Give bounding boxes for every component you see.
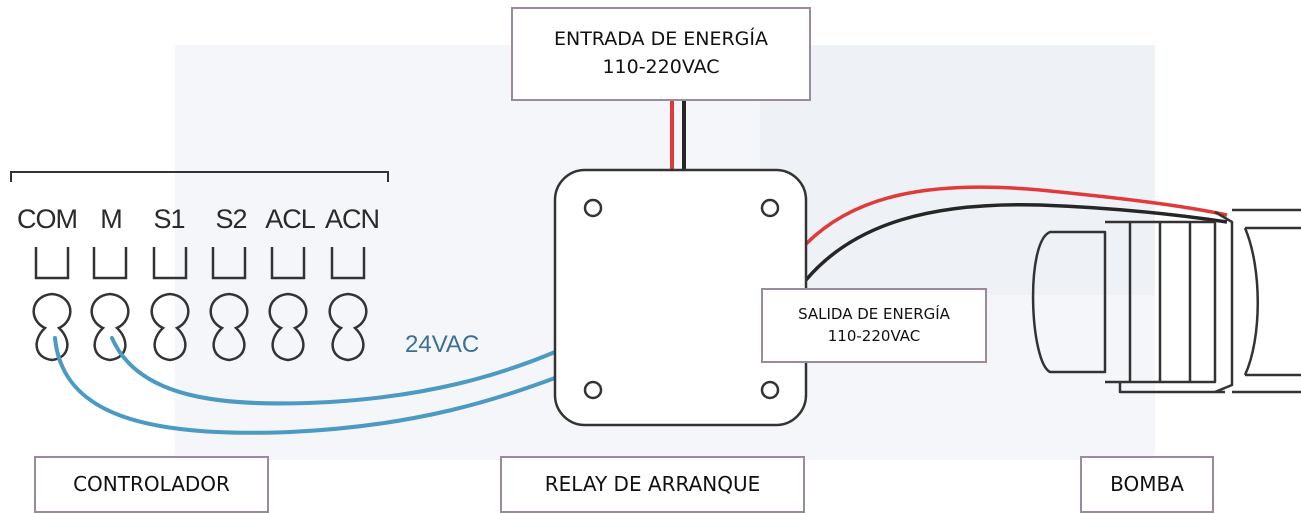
- relay-mount-hole: [760, 198, 780, 218]
- terminal-slot-s2: [211, 247, 247, 280]
- terminal-label-s1: S1: [153, 204, 184, 234]
- terminal-slot-acl: [270, 247, 306, 280]
- pump-label-box: BOMBA: [1080, 456, 1214, 513]
- relay-label-box: RELAY DE ARRANQUE: [500, 456, 805, 513]
- relay-mount-hole: [760, 380, 780, 400]
- background-page-shade: [760, 45, 1155, 295]
- pump-label: BOMBA: [1110, 472, 1184, 496]
- terminal-label-s2: S2: [215, 204, 246, 234]
- output-wire-live: [804, 185, 1228, 246]
- terminal-slot-s1: [152, 247, 188, 280]
- relay-label: RELAY DE ARRANQUE: [544, 472, 761, 496]
- controller-label: CONTROLADOR: [73, 472, 230, 496]
- terminal-connector-acl: [268, 292, 308, 362]
- terminal-connector-com: [32, 292, 72, 362]
- control-wire-com: [53, 336, 557, 435]
- controller-header-line: [10, 171, 389, 182]
- terminal-label-acl: ACL: [265, 204, 316, 234]
- terminal-connector-s2: [209, 292, 249, 362]
- terminal-label-com: COM: [17, 204, 77, 234]
- control-wire-m: [110, 336, 557, 406]
- terminal-slot-m: [92, 247, 128, 280]
- power-input-title: ENTRADA DE ENERGÍA: [553, 28, 768, 51]
- relay-mount-hole: [583, 380, 603, 400]
- terminal-label-m: M: [100, 204, 122, 234]
- terminal-slot-com: [34, 247, 70, 280]
- power-input-voltage: 110-220VAC: [602, 56, 720, 78]
- power-input-label-box: ENTRADA DE ENERGÍA 110-220VAC: [511, 7, 811, 101]
- terminal-label-acn: ACN: [325, 204, 379, 234]
- terminal-connector-acn: [328, 292, 368, 362]
- power-output-title: SALIDA DE ENERGÍA: [798, 304, 950, 323]
- terminal-block: [32, 247, 368, 362]
- output-wire-neutral: [804, 202, 1228, 282]
- terminal-connector-s1: [150, 292, 190, 362]
- relay-mount-hole: [583, 198, 603, 218]
- wire-voltage-label: 24VAC: [405, 331, 479, 358]
- power-output-voltage: 110-220VAC: [827, 326, 921, 345]
- power-output-label-box: SALIDA DE ENERGÍA 110-220VAC: [761, 288, 987, 363]
- terminal-connector-m: [90, 292, 130, 362]
- terminal-slot-acn: [330, 247, 366, 280]
- pump-drawing: [1031, 208, 1301, 394]
- controller-label-box: CONTROLADOR: [34, 456, 269, 513]
